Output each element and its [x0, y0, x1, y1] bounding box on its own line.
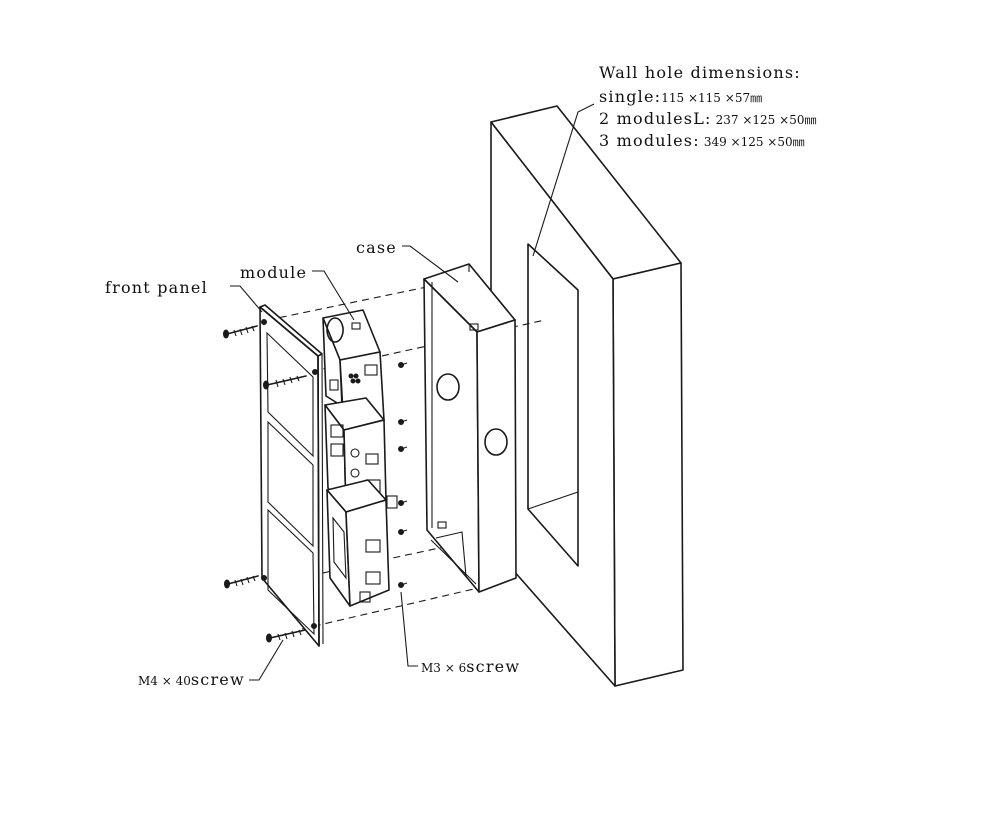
label-m3-screw: M3 × 6screw	[421, 657, 520, 676]
leader-m3-screw	[400, 591, 418, 667]
module-stack	[322, 309, 398, 607]
camera-module	[322, 309, 385, 431]
m4-screw	[224, 575, 259, 589]
m3-screw	[398, 500, 408, 506]
m3-screws	[398, 362, 408, 588]
leader-front-panel	[230, 285, 263, 313]
label-front-panel: front panel	[105, 278, 208, 297]
leader-lines	[230, 103, 595, 681]
m3-screw	[398, 362, 408, 368]
dimension-row-single: single:115 ×115 ×57㎜	[599, 87, 762, 106]
m3-screw	[398, 446, 408, 452]
leader-module	[312, 270, 355, 321]
leader-m4-screw	[249, 639, 284, 681]
label-module: module	[240, 263, 307, 282]
display-module	[326, 479, 390, 607]
dimension-row-2-modules: 2 modulesL:237 ×125 ×50㎜	[599, 109, 816, 128]
case-knockout-lower	[484, 428, 508, 456]
label-m4-screw: M4 × 40screw	[138, 670, 245, 689]
m3-screw	[398, 419, 408, 425]
front-panel	[259, 304, 324, 647]
m4-screw	[263, 375, 307, 390]
m4-screw	[223, 325, 258, 339]
m4-screw	[266, 629, 306, 643]
leader-case	[402, 245, 459, 283]
leader-wall-hole	[532, 103, 595, 257]
wall-hole	[527, 243, 579, 567]
case-knockout-upper	[436, 373, 460, 401]
m3-screw	[398, 582, 408, 588]
label-case: case	[356, 238, 397, 257]
m3-screw	[398, 529, 408, 535]
dimensions-heading: Wall hole dimensions:	[599, 63, 801, 82]
m4-screws	[223, 325, 307, 643]
wall-block	[490, 105, 684, 687]
back-case	[423, 263, 517, 593]
dimension-notes: Wall hole dimensions: single:115 ×115 ×5…	[599, 63, 816, 150]
dimension-row-3-modules: 3 modules:349 ×125 ×50㎜	[599, 131, 805, 150]
